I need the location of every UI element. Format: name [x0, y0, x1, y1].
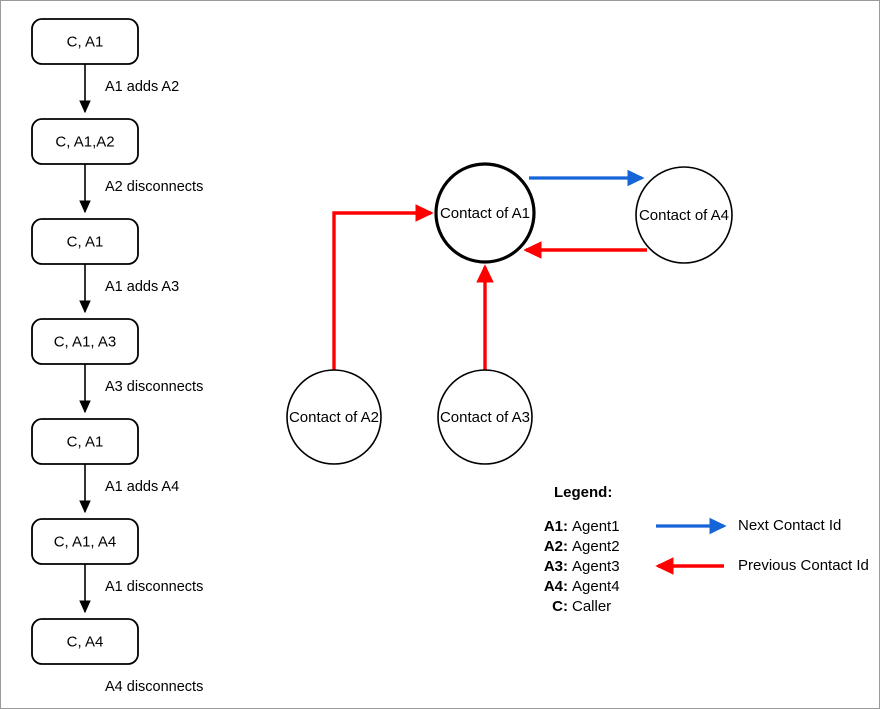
- legend-arrow-label: Next Contact Id: [738, 517, 841, 534]
- node-label: Contact of A1: [440, 205, 530, 222]
- edge-previous-a2-to-a1: [332, 204, 434, 370]
- legend-abbreviation-row: A3: Agent3: [544, 558, 620, 575]
- flow-step: C, A1 A1 adds A3: [31, 218, 179, 314]
- flow-box-label: C, A1, A3: [54, 333, 117, 350]
- flow-box-label: C, A1, A4: [54, 533, 117, 550]
- graph-node-a2[interactable]: Contact of A2: [286, 369, 382, 465]
- graph-node-a1[interactable]: Contact of A1: [434, 162, 536, 264]
- legend-value: Agent3: [572, 558, 620, 575]
- legend-title: Legend:: [554, 484, 612, 501]
- legend-arrow-label: Previous Contact Id: [738, 557, 869, 574]
- flow-transition-label: A4 disconnects: [105, 679, 203, 695]
- legend-value: Caller: [572, 598, 611, 615]
- legend-value: Agent2: [572, 538, 620, 555]
- flowchart-column: C, A1 A1 adds A2 C, A1,A2 A2 disconnects…: [31, 18, 203, 695]
- node-label: Contact of A2: [289, 409, 379, 426]
- flow-step: C, A1 A1 adds A4: [31, 418, 179, 514]
- node-label: Contact of A3: [440, 409, 530, 426]
- legend-key: A4:: [544, 578, 568, 595]
- flow-box[interactable]: [31, 618, 139, 665]
- flow-transition-label: A1 adds A3: [105, 279, 179, 295]
- flow-box-label: C, A1,A2: [55, 133, 114, 150]
- flow-transition-label: A3 disconnects: [105, 379, 203, 395]
- legend-key: A2:: [544, 538, 568, 555]
- flow-step: C, A1, A4 A1 disconnects: [31, 518, 203, 614]
- flow-box-label: C, A1: [67, 33, 104, 50]
- legend-arrow-row-previous: Previous Contact Id: [655, 557, 869, 575]
- flow-box-label: C, A1: [67, 433, 104, 450]
- legend-key: A3:: [544, 558, 568, 575]
- flow-step: C, A1,A2 A2 disconnects: [31, 118, 203, 214]
- graph-node-a4[interactable]: Contact of A4: [635, 166, 733, 264]
- flow-step: C, A1 A1 adds A2: [31, 18, 179, 114]
- legend-key: C:: [552, 598, 568, 615]
- legend-arrow-row-next: Next Contact Id: [656, 517, 841, 535]
- node-circle[interactable]: [635, 166, 733, 264]
- legend-value: Agent4: [572, 578, 620, 595]
- legend-key: A1:: [544, 518, 568, 535]
- flow-transition-label: A1 adds A4: [105, 479, 179, 495]
- legend-abbreviation-row: A1: Agent1: [544, 518, 620, 535]
- graph-node-a3[interactable]: Contact of A3: [437, 369, 533, 465]
- node-circle[interactable]: [434, 162, 536, 264]
- legend-abbreviation-row: A4: Agent4: [544, 578, 620, 595]
- node-circle[interactable]: [286, 369, 382, 465]
- legend-abbreviation-row: C: Caller: [552, 598, 611, 615]
- flow-box-label: C, A4: [67, 633, 104, 650]
- legend-value: Agent1: [572, 518, 620, 535]
- flow-step: C, A1, A3 A3 disconnects: [31, 318, 203, 414]
- flow-transition-label: A1 disconnects: [105, 579, 203, 595]
- graph-area: Contact of A1 Contact of A4 Contact of A…: [286, 162, 733, 465]
- flow-transition-label: A2 disconnects: [105, 179, 203, 195]
- node-circle[interactable]: [437, 369, 533, 465]
- flow-box-label: C, A1: [67, 233, 104, 250]
- legend: Legend: A1: Agent1 A2: Agent2 A3: Agent3…: [544, 484, 869, 615]
- flow-transition-label: A1 adds A2: [105, 79, 179, 95]
- flow-step: C, A4 A4 disconnects: [31, 618, 203, 695]
- node-label: Contact of A4: [639, 207, 729, 224]
- legend-abbreviation-row: A2: Agent2: [544, 538, 620, 555]
